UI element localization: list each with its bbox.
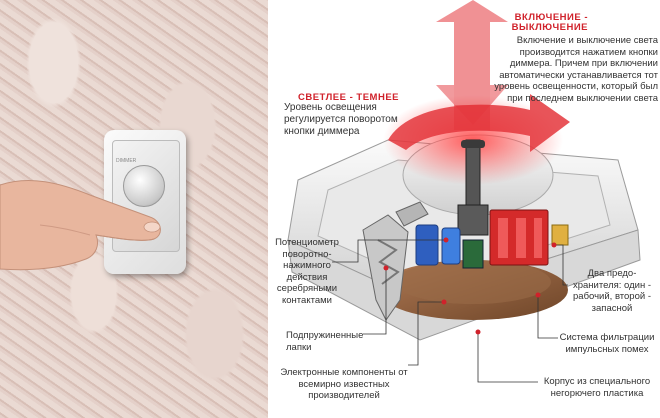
rotation-arrow (388, 94, 570, 152)
blue-capacitor-1 (415, 224, 439, 266)
callout-fuses: Два предо- хранителя: один - рабочий, вт… (572, 268, 652, 314)
potentiometer-shaft (465, 139, 481, 216)
callout-filter: Система фильтрации импульсных помех (559, 332, 655, 355)
hand-illustration (0, 179, 161, 271)
line-filter (537, 295, 558, 339)
brightness-description: Уровень освещения регулируется поворотом… (284, 102, 398, 137)
terminal-screw (395, 201, 429, 227)
on-off-description: Включение и выключение света производитс… (494, 35, 658, 104)
callout-electronics: Электронные компоненты от всемирно извес… (280, 367, 408, 401)
line-spring (363, 268, 387, 335)
line-housing (477, 332, 538, 383)
dimmer-knob (123, 165, 165, 207)
dimmer-brand-label: DIMMER (116, 158, 137, 164)
dimmer-cutaway-diagram: СВЕТЛЕЕ - ТЕМНЕЕ Уровень освещения регул… (268, 0, 660, 418)
dimmer-photo: DIMMER (0, 0, 268, 418)
callout-housing: Корпус из специального негорючего пласти… (543, 376, 651, 399)
brighter-darker-header: СВЕТЛЕЕ - ТЕМНЕЕ (298, 92, 399, 103)
line-fuses (554, 244, 568, 286)
blue-capacitor-2 (441, 227, 461, 265)
line-electronics (408, 301, 444, 366)
callout-potentiometer: Потенциометр поворотно- нажимного действ… (275, 237, 339, 306)
callout-spring-legs: Подпружиненные лапки (286, 330, 364, 353)
cutaway-illustration (287, 0, 641, 383)
on-off-header: ВКЛЮЧЕНИЕ - ВЫКЛЮЧЕНИЕ (511, 12, 588, 33)
line-potentiometer (332, 239, 446, 263)
